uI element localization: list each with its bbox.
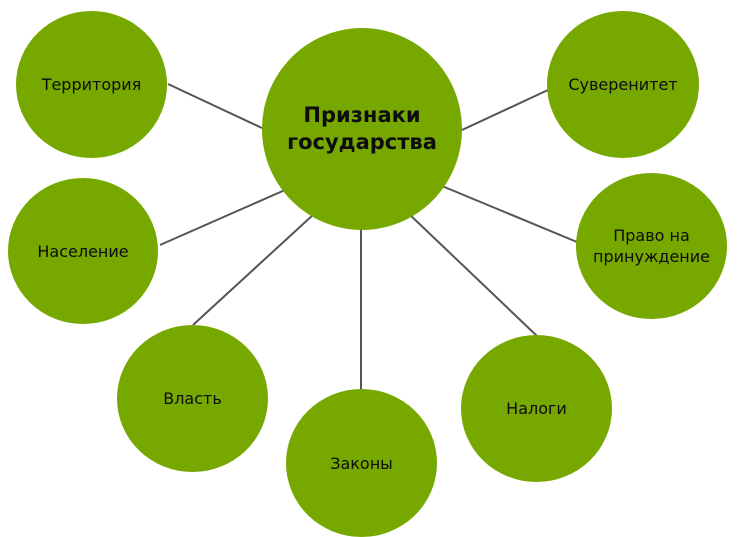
connector-coercion [441,185,578,243]
node-population: Население [8,178,158,324]
node-label-line2: принуждение [593,247,710,266]
connector-taxes [407,212,538,337]
node-label: Суверенитет [568,75,678,94]
node-label: Территория [41,75,142,94]
node-label-line1: Право на [613,226,690,245]
node-territory: Территория [16,11,167,158]
connector-territory [167,83,263,129]
node-laws: Законы [286,389,437,537]
connector-power [192,213,315,326]
connector-sovereignty [461,89,549,131]
node-label: Власть [163,389,222,408]
node-taxes: Налоги [461,335,612,482]
center-node-state-features: Признаки государства [262,28,462,230]
center-label-line2: государства [287,130,437,154]
connector-population [159,189,286,246]
node-power: Власть [117,325,268,472]
center-label-line1: Признаки [303,103,421,127]
node-coercion: Право на принуждение [576,173,727,319]
node-label: Налоги [506,399,567,418]
node-label: Население [37,241,129,261]
node-label: Законы [330,453,393,473]
node-sovereignty: Суверенитет [547,11,699,158]
